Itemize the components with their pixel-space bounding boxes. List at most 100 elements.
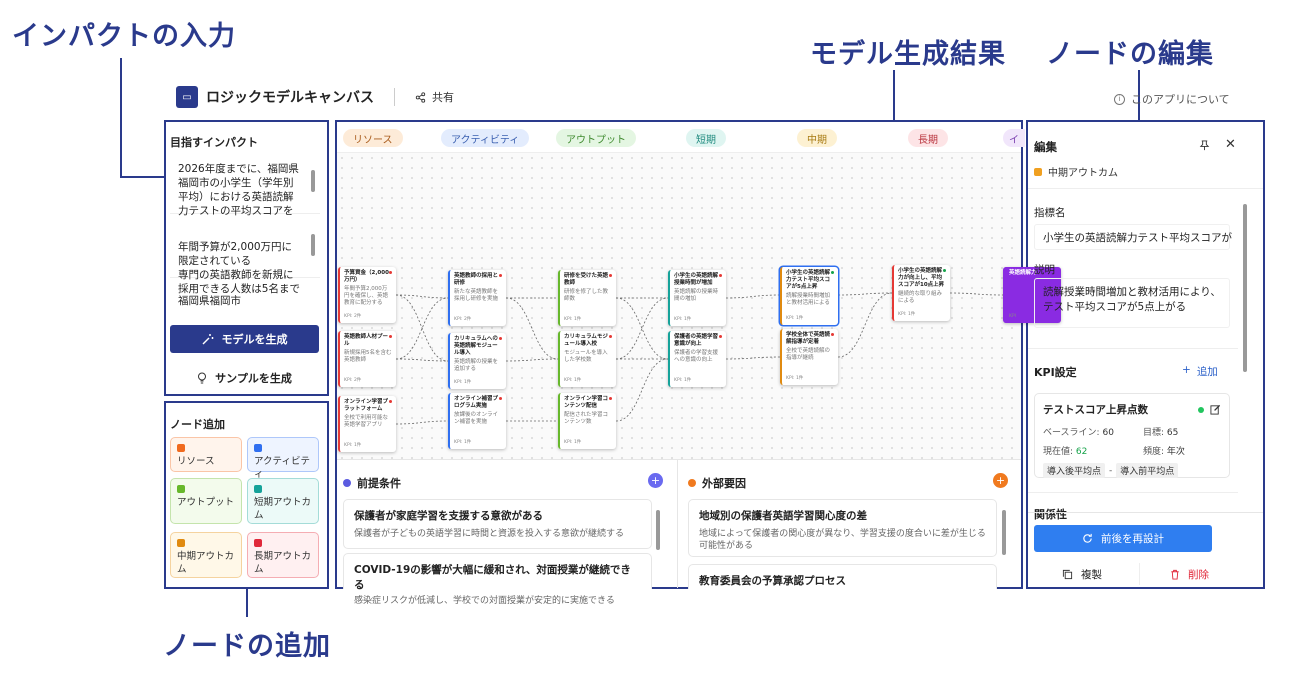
impact-textarea[interactable]: 2026年度までに、福岡県福岡市の小学生（学年別平均）における英語読解力テストの…	[170, 158, 320, 217]
node-desc: 英語読解の授業時間の増加	[674, 289, 719, 302]
assumption-desc: 感染症リスクが低減し、学校での対面授業が安定的に実施できる	[354, 596, 615, 606]
node-kpi-count: KPI: 2件	[344, 378, 362, 383]
assumption-card[interactable]: 保護者が家庭学習を支援する意欲がある 保護者が子どもの英語学習に時間と資源を投入…	[343, 499, 652, 549]
external-factor-desc: 地域によって保護者の関心度が異なり、学習支援の度合いに差が生じる可能性がある	[699, 529, 986, 551]
node-type-button[interactable]: リソース	[170, 437, 242, 472]
node-type-button[interactable]: 長期アウトカム	[247, 532, 319, 578]
panel-divider	[337, 459, 1021, 460]
kpi-baseline-value: 60	[1102, 428, 1114, 438]
canvas-edge	[615, 358, 669, 422]
assumption-title: 保護者が家庭学習を支援する意欲がある	[354, 510, 543, 522]
close-icon[interactable]: ✕	[1225, 137, 1236, 152]
callout-line	[120, 176, 165, 178]
external-factor-card[interactable]: 地域別の保護者英語学習関心度の差 地域によって保護者の関心度が異なり、学習支援の…	[688, 499, 997, 557]
callout-node-add: ノードの追加	[163, 631, 331, 662]
node-title: 学校全体で英語読解指導が定着	[786, 332, 831, 345]
node-type-label: アクティビティ	[254, 456, 310, 480]
budget-text: 年間予算が2,000万円に限定されている 専門の英語教師を新規に採用できる人数は…	[178, 241, 300, 295]
lane-header: アクティビティ	[441, 129, 530, 147]
assumptions-dot	[343, 479, 351, 487]
add-assumption-button[interactable]: +	[648, 473, 663, 488]
external-dot	[688, 479, 696, 487]
kpi-settings-label: KPI設定	[1034, 366, 1077, 379]
node-type-swatch	[254, 485, 262, 493]
redesign-button[interactable]: 前後を再設計	[1034, 525, 1212, 552]
kpi-frequency-label: 頻度:	[1143, 447, 1165, 457]
info-icon: i	[1114, 93, 1125, 105]
canvas-edge	[725, 294, 781, 299]
canvas-edge	[615, 297, 669, 360]
external-factor-card[interactable]: 教育委員会の予算承認プロセス	[688, 564, 997, 589]
node-type-label: 短期アウトカム	[254, 497, 312, 521]
node-desc: 読解授業時間増加と教材活用による	[786, 293, 831, 306]
about-label: このアプリについて	[1131, 93, 1230, 106]
kpi-current-value: 62	[1075, 447, 1088, 457]
kpi-status-dot	[1198, 406, 1204, 413]
scrollbar[interactable]	[310, 226, 316, 273]
canvas-edge	[505, 297, 559, 360]
assumption-card[interactable]: COVID-19の影響が大幅に緩和され、対面授業が継続できる 感染症リスクが低減…	[343, 553, 652, 606]
node-type-button[interactable]: アウトプット	[170, 478, 242, 524]
canvas-edge	[949, 292, 1004, 296]
node-type-button[interactable]: 中期アウトカム	[170, 532, 242, 578]
generate-model-button[interactable]: モデルを生成	[170, 325, 319, 353]
kpi-target-label: 目標:	[1143, 428, 1165, 438]
kpi-card[interactable]: テストスコア上昇点数 ベースライン: 60 目標: 65 現在値: 62 頻度:…	[1034, 393, 1230, 478]
redesign-label: 前後を再設計	[1101, 533, 1164, 545]
edit-icon[interactable]	[1210, 404, 1221, 415]
callout-line	[246, 589, 248, 617]
canvas-edge	[505, 358, 559, 362]
canvas-edge	[395, 294, 449, 362]
description-textarea[interactable]: 読解授業時間増加と教材活用により、 テスト平均スコアが5点上がる	[1034, 278, 1230, 328]
region-input[interactable]: 福岡県福岡市	[170, 290, 320, 314]
share-button[interactable]: 共有	[415, 89, 454, 105]
generate-sample-button[interactable]: サンプルを生成	[170, 366, 319, 390]
about-link[interactable]: i このアプリについて	[1114, 91, 1230, 107]
scrollbar[interactable]	[655, 500, 661, 586]
assumption-title: COVID-19の影響が大幅に緩和され、対面授業が継続できる	[354, 564, 631, 591]
editor-title: 編集	[1034, 140, 1057, 154]
duplicate-button[interactable]: 複製	[1062, 567, 1102, 582]
node-type-swatch	[1034, 167, 1042, 176]
delete-button[interactable]: 削除	[1170, 567, 1209, 582]
assumption-desc: 保護者が子どもの英語学習に時間と資源を投入する意欲が継続する	[354, 529, 625, 539]
node-status-dot	[609, 335, 612, 338]
node-type-button[interactable]: アクティビティ	[247, 437, 319, 480]
scrollbar[interactable]	[310, 162, 316, 209]
scrollbar[interactable]	[1242, 192, 1248, 510]
node-type-label: リソース	[177, 456, 215, 467]
canvas-edge	[395, 358, 449, 362]
add-external-factor-button[interactable]: +	[993, 473, 1008, 488]
node-type-button[interactable]: 短期アウトカム	[247, 478, 319, 524]
add-kpi-button[interactable]: + 追加	[1182, 364, 1218, 379]
node-kpi-count: KPI: 1件	[454, 440, 472, 445]
indicator-name-input[interactable]: 小学生の英語読解力テスト平均スコアが	[1034, 224, 1232, 250]
node-desc: 保護者の学習支援への意識の向上	[674, 350, 719, 363]
canvas-edge	[725, 356, 781, 360]
node-title: 英語教師の採用と研修	[454, 273, 499, 286]
budget-textarea[interactable]: 年間予算が2,000万円に限定されている 専門の英語教師を新規に採用できる人数は…	[170, 222, 320, 295]
node-desc: 新たな英語教師を採用し研修を実施	[454, 289, 499, 302]
pin-icon[interactable]	[1199, 140, 1210, 151]
scrollbar[interactable]	[1001, 500, 1007, 586]
external-factor-title: 地域別の保護者英語学習関心度の差	[699, 510, 867, 522]
divider	[1139, 563, 1140, 585]
node-kpi-count: KPI: 1件	[674, 317, 692, 322]
node-desc: 配信された学習コンテンツ数	[564, 412, 609, 425]
